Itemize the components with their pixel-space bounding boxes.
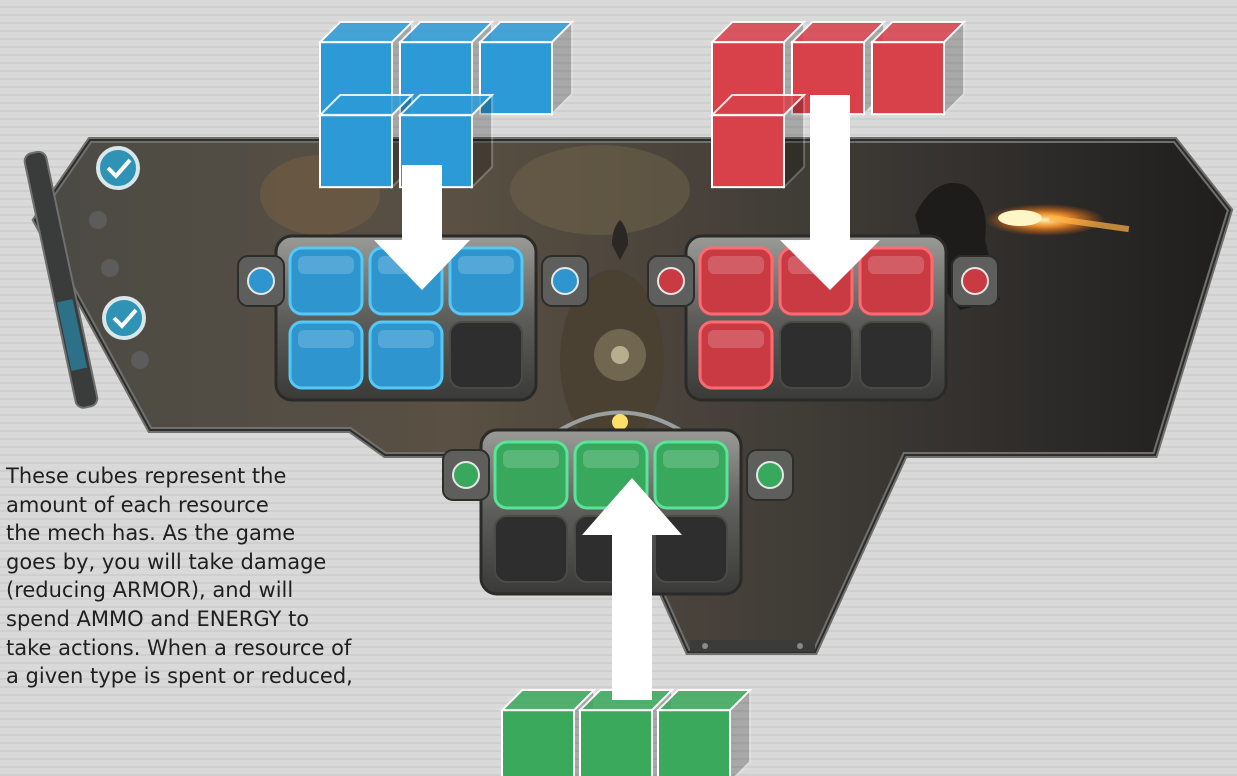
caption-line: (reducing ARMOR), and will [6,576,401,605]
caption-line: amount of each resource [6,491,401,520]
caption-line: take actions. When a resource of [6,634,401,663]
caption-line: goes by, you will take damage [6,548,401,577]
armor-slot [450,322,522,388]
board-footer-trim [690,640,815,652]
red-cube [712,95,804,187]
caption-line: the mech has. As the game [6,519,401,548]
caption-line: spend AMMO and ENERGY to [6,605,401,634]
ammo-slot [860,322,932,388]
ammo-slot [780,322,852,388]
check-icon [104,298,144,338]
caption-line: a given type is spent or reduced, [6,662,401,691]
red-cube [872,22,964,114]
green-cube [658,690,750,776]
blue-cube [480,22,572,114]
check-icon [98,148,138,188]
energy-slot [495,516,567,582]
rules-caption: These cubes represent the amount of each… [6,462,401,691]
blue-cube [320,95,412,187]
caption-line: These cubes represent the [6,462,401,491]
